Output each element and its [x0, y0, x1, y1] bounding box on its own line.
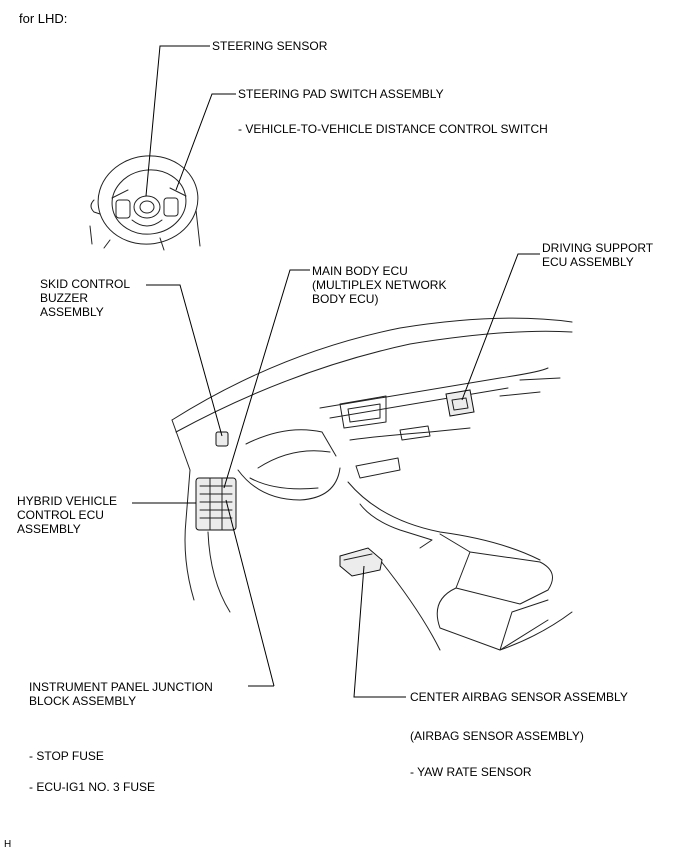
figure-code: H — [4, 839, 12, 850]
label-instrument-panel-jb: INSTRUMENT PANEL JUNCTION BLOCK ASSEMBLY — [29, 680, 213, 708]
label-driving-support-ecu: DRIVING SUPPORT ECU ASSEMBLY — [542, 241, 654, 269]
label-center-airbag-sensor: CENTER AIRBAG SENSOR ASSEMBLY — [410, 690, 628, 704]
label-ecu-ig1-fuse: - ECU-IG1 NO. 3 FUSE — [29, 780, 156, 794]
leader-lines — [132, 45, 540, 698]
label-airbag-sensor-assembly: (AIRBAG SENSOR ASSEMBLY) — [410, 729, 584, 743]
label-yaw-rate-sensor: - YAW RATE SENSOR — [410, 765, 532, 779]
dashboard-illustration — [171, 317, 573, 651]
driving-support-ecu-part — [445, 389, 475, 417]
label-main-body-ecu: MAIN BODY ECU (MULTIPLEX NETWORK BODY EC… — [312, 264, 447, 306]
skid-control-buzzer-part — [215, 431, 229, 447]
label-hybrid-vehicle-ecu: HYBRID VEHICLE CONTROL ECU ASSEMBLY — [17, 494, 118, 536]
label-vehicle-distance-switch: - VEHICLE-TO-VEHICLE DISTANCE CONTROL SW… — [238, 122, 548, 136]
label-steering-pad-switch: STEERING PAD SWITCH ASSEMBLY — [238, 87, 444, 101]
ecu-block-part — [195, 477, 237, 531]
label-skid-control-buzzer: SKID CONTROL BUZZER ASSEMBLY — [40, 277, 131, 319]
page-header: for LHD: — [19, 11, 68, 26]
steering-wheel-illustration — [89, 155, 201, 251]
label-stop-fuse: - STOP FUSE — [29, 749, 104, 763]
label-steering-sensor: STEERING SENSOR — [212, 39, 328, 53]
center-airbag-sensor-part — [339, 547, 383, 577]
